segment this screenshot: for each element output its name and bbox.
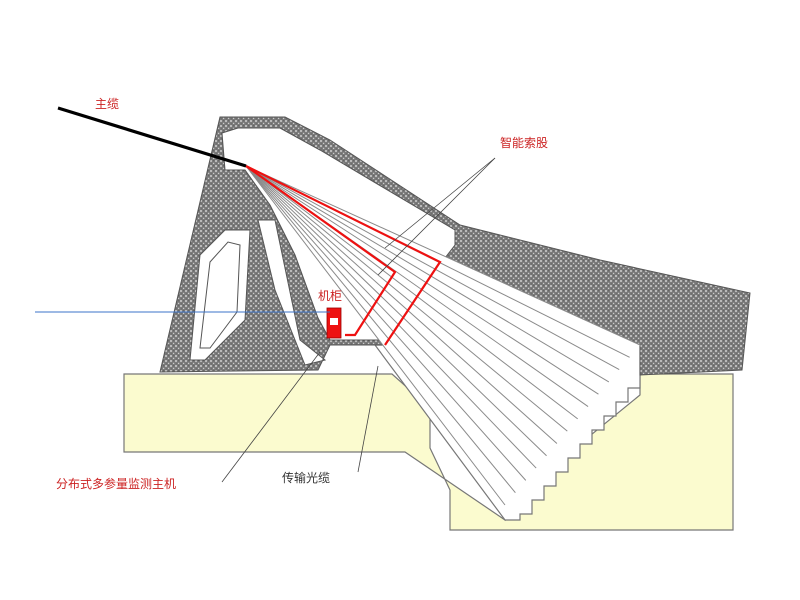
strand-line [245,165,506,506]
label-transmission-cable: 传输光缆 [282,470,330,485]
cabinet-panel [330,318,338,325]
leader-host [221,351,321,483]
strand-line [245,165,620,371]
strand-line [245,165,558,444]
main-cable [57,106,247,168]
strand-line [245,165,547,457]
label-host: 分布式多参量监测主机 [56,476,176,491]
strand-line [245,165,537,469]
smart-strand-outer [245,165,442,346]
strand-line [245,165,578,420]
foundation [123,373,734,531]
strand-line [245,165,599,395]
strand-line [245,165,516,494]
leader-smart-strand-1 [384,157,496,249]
label-smart-cable: 智能索股 [500,135,548,150]
leader-smart-strand-2 [377,157,496,276]
strand-line [245,165,568,432]
leader-transmission [357,365,379,473]
strand-fan-area [246,166,640,505]
strand-line [245,165,641,346]
label-cabinet: 机柜 [318,289,342,303]
strand-line [245,165,527,481]
label-main-cable: 主缆 [95,97,119,111]
smart-strand-inner [245,165,397,337]
strand-line [245,165,610,383]
concrete-anchorage [159,116,751,376]
